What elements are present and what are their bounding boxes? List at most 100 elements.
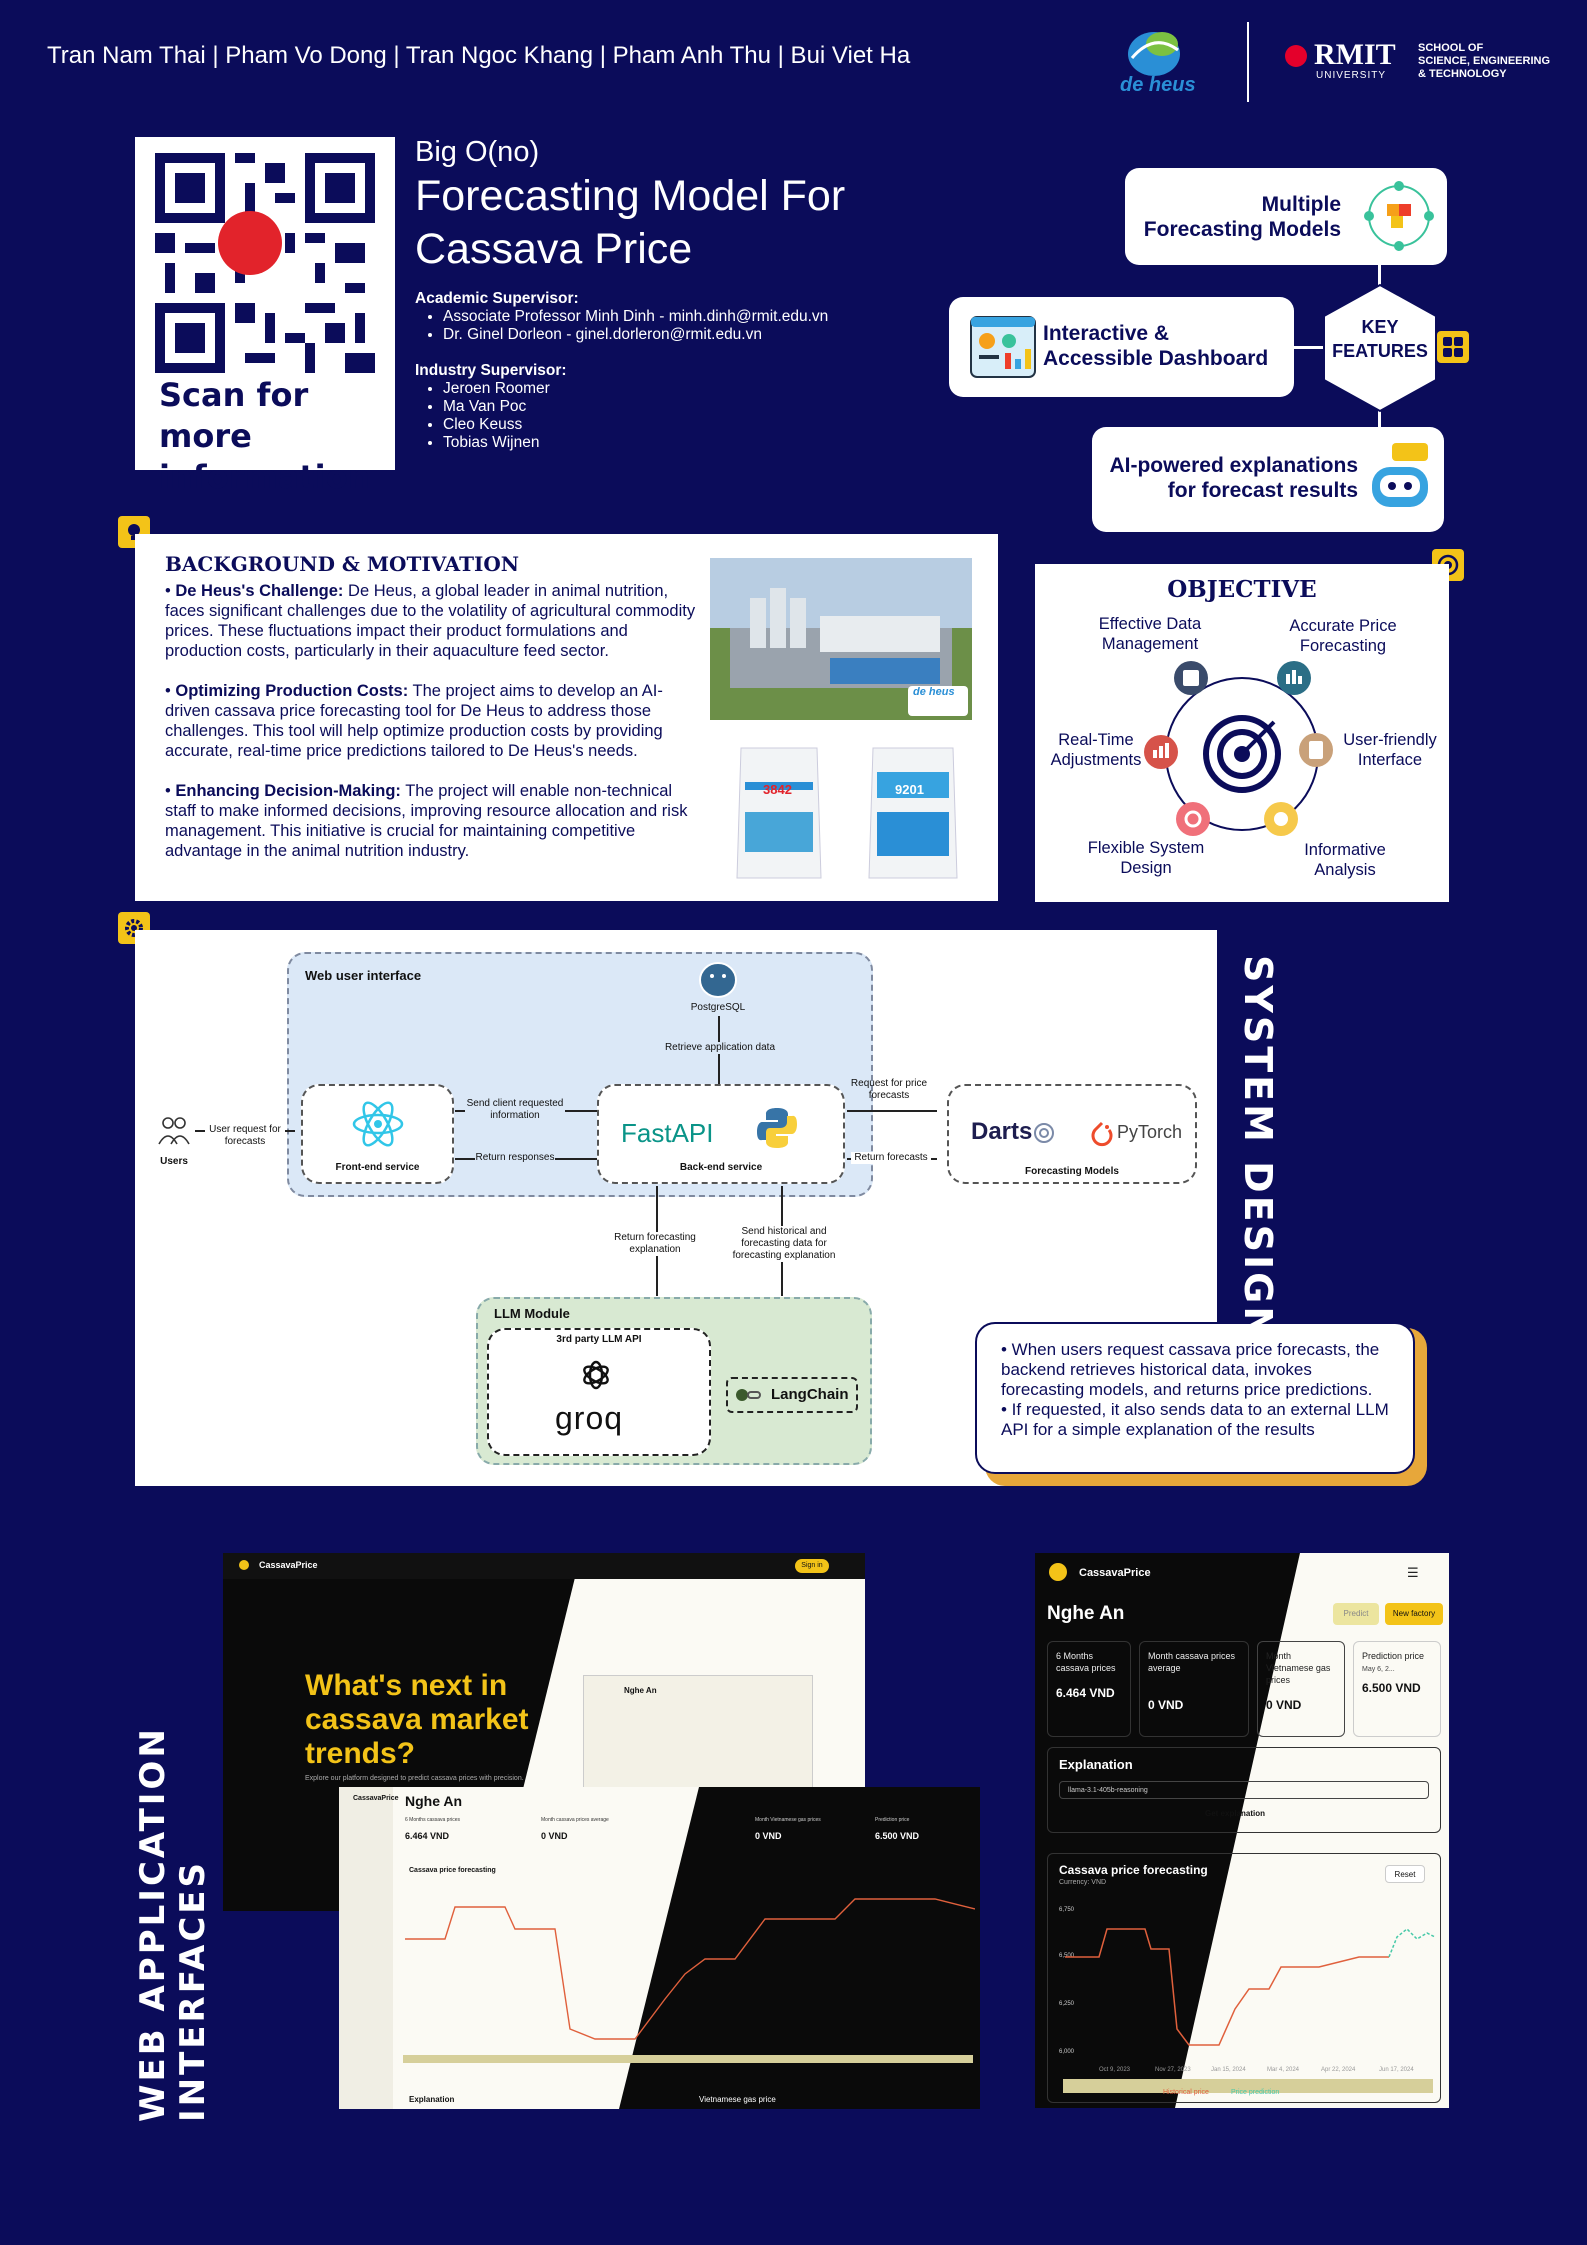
- users-icon: [158, 1117, 190, 1145]
- darts-target-icon: [1034, 1123, 1054, 1143]
- x-tick: Oct 9, 2023: [1099, 2067, 1131, 2073]
- signin-button[interactable]: Sign in: [795, 1559, 829, 1573]
- forecasting-models-label: Forecasting Models: [1025, 1166, 1119, 1177]
- qr-code-icon[interactable]: [155, 153, 375, 373]
- explanation-heading: Explanation: [1059, 1757, 1133, 1772]
- backend-label: Back-end service: [679, 1162, 763, 1173]
- card-value: 0 VND: [1266, 1698, 1302, 1712]
- arrow-retrieve: [718, 1016, 720, 1100]
- landing-brand: CassavaPrice: [259, 1560, 318, 1570]
- fastapi-logo: FastAPI: [621, 1118, 714, 1148]
- get-explanation-button[interactable]: Get explanation: [1205, 1809, 1266, 1818]
- system-note: • When users request cassava price forec…: [975, 1322, 1415, 1474]
- system-design-title: SYSTEM DESIGN: [1236, 955, 1280, 1342]
- langchain-label: LangChain: [771, 1386, 849, 1403]
- arrow-return-responses: [455, 1158, 729, 1160]
- objective-item: Real-Time Adjustments: [1050, 731, 1142, 769]
- historical-price-line: [1065, 1928, 1389, 2046]
- factory-photo: [710, 558, 972, 720]
- dashboard-range-slider[interactable]: [403, 2055, 973, 2063]
- return-explanation-label: Return forecasting explanation: [605, 1232, 705, 1256]
- dashboard-screenshot: CassavaPrice Nghe An 6 Months cassava pr…: [339, 1787, 980, 2109]
- background-heading: BACKGROUND & MOTIVATION: [165, 552, 520, 576]
- deheus-wordmark: de heus: [1120, 74, 1196, 96]
- forecasting-models-box: [947, 1084, 1197, 1184]
- hamburger-menu-icon[interactable]: ☰: [1407, 1565, 1419, 1580]
- feed-bag-2-number: 9201: [895, 782, 924, 797]
- detail-card: 6 Months cassava prices 6.464 VND: [1047, 1641, 1131, 1737]
- send-historical-label: Send historical and forecasting data for…: [721, 1226, 847, 1262]
- range-slider: [1063, 2079, 1433, 2093]
- dashboard-price-line: [405, 1898, 975, 2040]
- detail-brand: CassavaPrice: [1079, 1567, 1151, 1579]
- x-tick: Apr 22, 2024: [1321, 2067, 1356, 2073]
- card-value: 0 VND: [755, 1831, 782, 1841]
- price-forecasting-icon: [1277, 661, 1311, 695]
- react-icon: [352, 1101, 404, 1147]
- industry-list: Jeroen Roomer Ma Van Poc Cleo Keuss Tobi…: [415, 380, 935, 452]
- detail-card: Prediction price May 6, 2... 6.500 VND: [1353, 1641, 1441, 1737]
- detail-region: Nghe An: [1047, 1603, 1125, 1624]
- y-tick: 6,750: [1059, 1907, 1075, 1913]
- detail-card: Month cassava prices average 0 VND: [1139, 1641, 1249, 1737]
- realtime-icon: [1144, 735, 1178, 769]
- feature-multiple-models: Multiple Forecasting Models: [1125, 168, 1447, 265]
- kf-connector-h: [1290, 346, 1330, 349]
- forecast-chart-title: Cassava price forecasting: [1059, 1863, 1208, 1877]
- forecast-currency: Currency: VND: [1059, 1879, 1107, 1886]
- langchain-icon: [736, 1389, 761, 1401]
- card-label: Prediction price: [875, 1817, 910, 1823]
- card-value: 6.464 VND: [1056, 1686, 1115, 1700]
- analysis-icon: [1264, 802, 1298, 836]
- industry-item: Cleo Keuss: [443, 416, 935, 434]
- card-value: 6.500 VND: [1362, 1681, 1421, 1695]
- school-name: SCHOOL OF SCIENCE, ENGINEERING & TECHNOL…: [1418, 42, 1551, 80]
- user-request-label: User request for forecasts: [205, 1124, 285, 1148]
- dashboard-dark-half: [619, 1787, 980, 2109]
- dashboard-cards: 6 Months cassava prices 6.464 VND Month …: [405, 1817, 975, 1853]
- key-features-hexagon: [1323, 283, 1437, 413]
- industry-item: Ma Van Poc: [443, 398, 935, 416]
- rmit-logo: RMIT UNIVERSITY: [1282, 38, 1396, 88]
- detail-screenshot: CassavaPrice ☰ Nghe An Predict New facto…: [1035, 1553, 1449, 2108]
- objective-item: User-friendly Interface: [1343, 731, 1437, 769]
- dashboard-chart-title: Cassava price forecasting: [409, 1867, 496, 1874]
- y-tick: 6,000: [1059, 2049, 1075, 2055]
- landing-navbar: [223, 1553, 865, 1579]
- reset-button[interactable]: Reset: [1385, 1865, 1425, 1883]
- groq-logo: groq: [555, 1400, 624, 1436]
- model-select[interactable]: llama-3.1-405b-reasoning: [1059, 1781, 1429, 1799]
- detail-dark-half: [1035, 1553, 1300, 2108]
- detail-logo-icon: [1049, 1563, 1067, 1581]
- postgresql-label: PostgreSQL: [690, 1002, 746, 1013]
- team-name: Big O(no): [415, 136, 540, 168]
- new-factory-button[interactable]: New factory: [1385, 1603, 1443, 1625]
- request-forecasts-label: Request for price forecasts: [850, 1078, 928, 1101]
- postgresql-icon: [699, 962, 737, 998]
- objective-item: Accurate Price Forecasting: [1289, 617, 1397, 655]
- card-label: 6 Months cassava prices: [405, 1817, 461, 1823]
- industry-item: Jeroen Roomer: [443, 380, 935, 398]
- background-panel: BACKGROUND & MOTIVATION • De Heus's Chal…: [135, 534, 998, 901]
- grid-icon: [1443, 337, 1463, 357]
- predict-button[interactable]: Predict: [1333, 1603, 1379, 1625]
- card-value: 0 VND: [1148, 1698, 1184, 1712]
- objective-item: Informative Analysis: [1304, 841, 1386, 879]
- forecast-chart-panel: [1047, 1853, 1441, 2103]
- legend-prediction: Price prediction: [1231, 2089, 1280, 2096]
- user-interface-icon: [1299, 733, 1333, 767]
- prediction-date[interactable]: May 6, 2...: [1362, 1666, 1395, 1673]
- web-ui-label: Web user interface: [305, 968, 422, 983]
- feed-bag-2: [868, 747, 958, 879]
- x-tick: Nov 27, 2023: [1155, 2067, 1191, 2073]
- feed-bag-1-number: 3842: [763, 782, 792, 797]
- x-tick: Mar 4, 2024: [1267, 2067, 1300, 2073]
- feature-ai-explanations: AI-powered explanations for forecast res…: [1092, 427, 1444, 532]
- rmit-wordmark: RMIT: [1314, 38, 1396, 71]
- dashboard-icon: [970, 316, 1036, 378]
- rmit-pixel-icon: [1285, 45, 1307, 67]
- card-value: 6.500 VND: [875, 1831, 920, 1841]
- pytorch-icon: [1091, 1121, 1113, 1147]
- arrow-request-forecasts: [847, 1110, 937, 1112]
- academic-item: Associate Professor Minh Dinh - minh.din…: [443, 308, 935, 326]
